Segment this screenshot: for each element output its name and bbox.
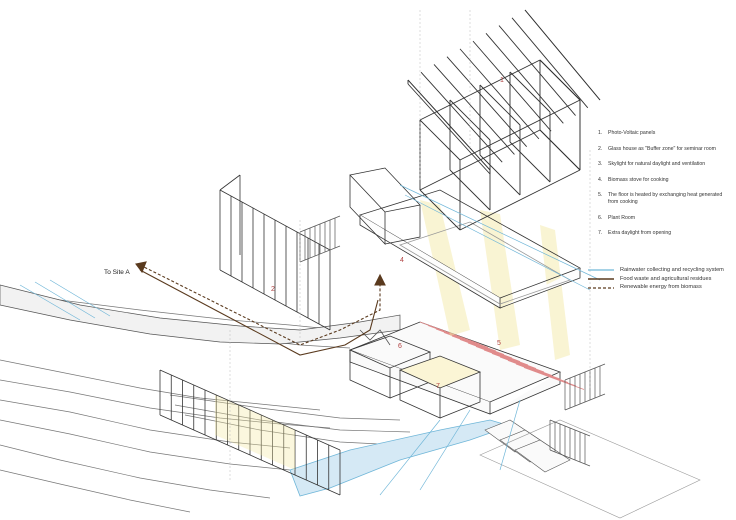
photovoltaic-roof (407, 9, 601, 175)
legend-text: Glass house as "Buffer zone" for seminar… (608, 145, 716, 152)
legend-item: 7. Extra daylight from opening (598, 230, 730, 237)
legend-num: 1. (598, 130, 603, 136)
heated-floor (419, 321, 585, 390)
skylight-box (349, 167, 421, 246)
legend-list: 1. Photo-Voltaic panels 2. Glass house as … (598, 130, 730, 246)
legend-num: 7. (598, 230, 603, 237)
glass-wall-lower (159, 369, 341, 496)
system-row: Food waste and agricultural residues (586, 275, 734, 284)
upper-frame-structure (419, 59, 581, 231)
site-a-label: To Site A (104, 269, 130, 276)
number-tags: 1 2 4 5 6 7 (271, 77, 504, 390)
system-label: Food waste and agricultural residues (620, 275, 712, 282)
rainwater-flow-lines (19, 184, 601, 496)
legend-text: The floor is heated by exchanging heat g… (608, 192, 723, 205)
legend-item: 4. Biomass stove for cooking (598, 177, 730, 184)
system-row: Renewable energy from biomass (586, 283, 734, 292)
biomass-energy-path (135, 261, 386, 356)
legend-text: Skylight for natural daylight and ventil… (608, 161, 706, 168)
legend-num: 3. (598, 161, 603, 168)
legend-num: 5. (598, 192, 603, 199)
legend-text: Biomass stove for cooking (608, 176, 669, 183)
legend-text: Extra daylight from opening (608, 230, 672, 237)
legend-num: 6. (598, 214, 603, 221)
legend-item: 5. The floor is heated by exchanging heat… (598, 192, 730, 205)
system-row: Rainwater collecting and recycling syste… (586, 266, 734, 275)
legend-item: 3. Skylight for natural daylight and vent… (598, 161, 730, 168)
legend-item: 2. Glass house as "Buffer zone" for semin… (598, 146, 730, 153)
legend-num: 2. (598, 145, 603, 152)
legend-item: 6. Plant Room (598, 215, 730, 222)
bridge-walkway (0, 284, 401, 345)
tag-4: 4 (400, 257, 404, 264)
tag-5: 5 (497, 340, 501, 347)
tag-6: 6 (398, 343, 402, 350)
systems-legend: Rainwater collecting and recycling syste… (586, 266, 734, 292)
system-label: Rainwater collecting and recycling syste… (620, 267, 724, 274)
legend-num: 4. (598, 176, 603, 183)
systems-swatches (588, 269, 614, 289)
tag-2: 2 (271, 286, 275, 293)
tag-1: 1 (500, 77, 504, 84)
system-label: Renewable energy from biomass (620, 284, 702, 291)
glass-house-buffer-zone (219, 174, 331, 331)
daylight-room (398, 355, 482, 419)
legend-item: 1. Photo-Voltaic panels (598, 130, 730, 137)
side-panels (299, 215, 606, 467)
tag-7: 7 (436, 383, 440, 390)
outdoor-steps (479, 419, 701, 519)
legend-text: Plant Room (608, 214, 636, 221)
legend-text: Photo-Voltaic panels (608, 130, 656, 136)
